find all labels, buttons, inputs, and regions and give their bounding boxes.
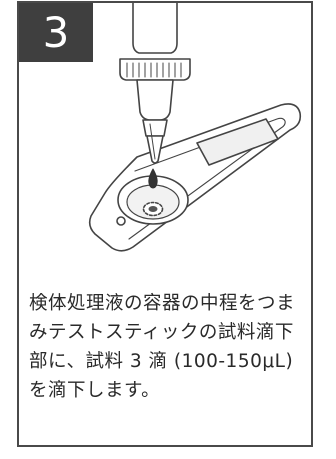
- test-stick-icon: [88, 103, 302, 252]
- liquid-drop-icon: [148, 168, 158, 189]
- step-number-badge: 3: [19, 3, 93, 62]
- instruction-text: 検体処理液の容器の中程をつまみテストスティックの試料滴下部に、試料 3 滴 (1…: [29, 293, 296, 401]
- dropper-bottle-icon: [119, 3, 191, 164]
- step-illustration: [88, 3, 302, 252]
- step-card: 3 検体処理液の容器の中程をつまみテストスティックの試料滴下部に、試料 3 滴 …: [17, 1, 313, 447]
